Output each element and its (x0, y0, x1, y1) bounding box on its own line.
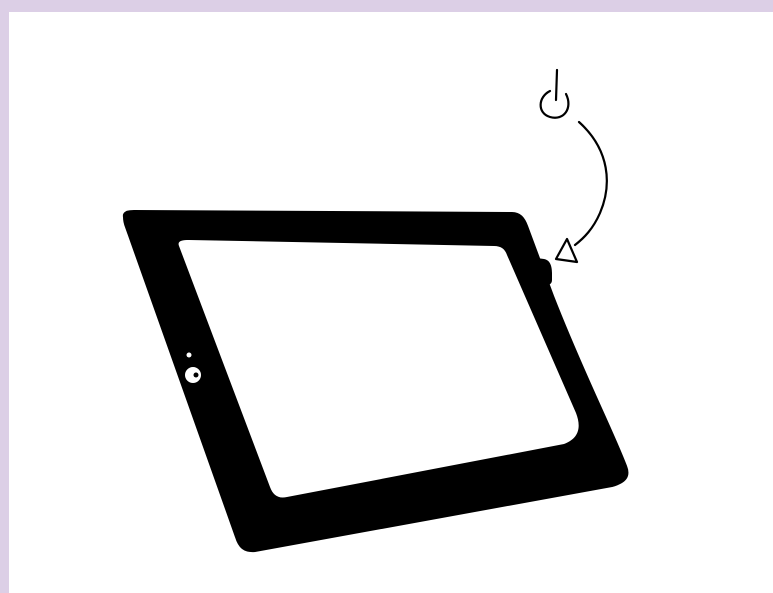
camera-dot (187, 353, 192, 358)
power-icon (541, 70, 569, 118)
home-button-icon (185, 367, 201, 383)
pointer-arrow-icon (556, 122, 607, 262)
